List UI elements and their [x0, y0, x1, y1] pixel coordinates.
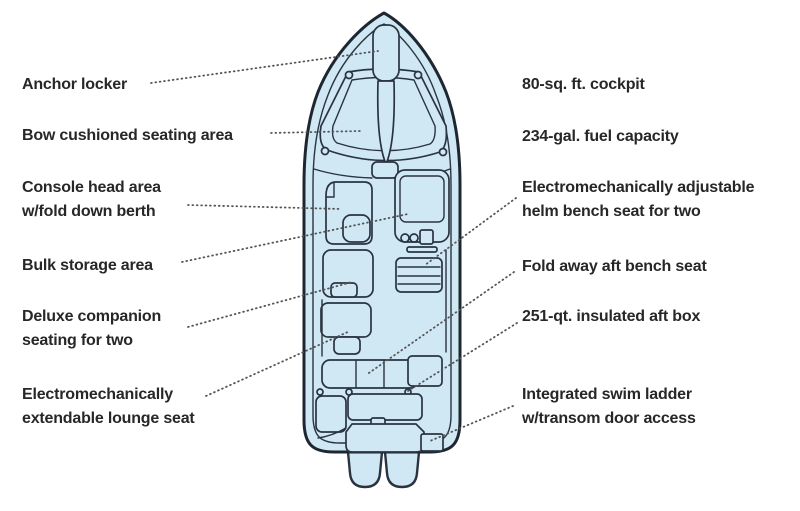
bow-seat-button: [344, 70, 354, 80]
label-aft-bench: Fold away aft bench seat: [522, 258, 707, 275]
leader-anchor-locker: [150, 50, 379, 84]
aft-bench-dividers: [355, 360, 385, 388]
helm-bench-seat: [395, 257, 443, 293]
port-stern-locker: [315, 395, 347, 433]
label-bulk-storage: Bulk storage area: [22, 257, 153, 274]
helm-display: [419, 229, 434, 245]
bow-seat-button: [320, 146, 330, 156]
label-cockpit: 80-sq. ft. cockpit: [522, 76, 645, 93]
leader-companion-seating: [187, 281, 353, 328]
label-swim-ladder: Integrated swim ladder w/transom door ac…: [522, 386, 696, 427]
leader-bow-seating: [270, 130, 362, 134]
bow-seating-inner-line: [331, 76, 436, 152]
label-helm-bench: Electromechanically adjustable helm benc…: [522, 179, 755, 220]
helm-gauge: [409, 233, 419, 243]
label-anchor-locker: Anchor locker: [22, 76, 127, 93]
motor-well: [345, 423, 425, 453]
companion-seat-base: [330, 282, 358, 298]
leader-lines: [150, 50, 518, 442]
lounge-seat-pedestal: [333, 336, 361, 355]
transom-door: [420, 433, 444, 452]
aft-starboard-box: [407, 355, 443, 387]
console-head-notch: [325, 181, 335, 198]
bow-pedestal: [371, 161, 399, 179]
label-console-head: Console head area w/fold down berth: [22, 179, 161, 220]
label-bow-seating: Bow cushioned seating area: [22, 127, 233, 144]
anchor-locker-area: [372, 24, 400, 82]
console-head-seat: [342, 214, 371, 243]
helm-console-top: [399, 175, 445, 223]
helm-footrest-bar: [406, 246, 438, 253]
deck-latch: [316, 388, 324, 396]
leader-console-head: [187, 204, 342, 210]
label-lounge-seat: Electromechanically extendable lounge se…: [22, 386, 195, 427]
leader-swim-ladder: [429, 405, 514, 442]
leader-lounge-seat: [205, 330, 351, 397]
leader-helm-bench: [424, 197, 517, 266]
label-companion-seating: Deluxe companion seating for two: [22, 308, 162, 349]
aft-bench-seat: [321, 359, 419, 389]
boat-deck-plan-diagram: [302, 11, 462, 489]
label-aft-box: 251-qt. insulated aft box: [522, 308, 701, 325]
label-fuel-capacity: 234-gal. fuel capacity: [522, 128, 679, 145]
leader-aft-box: [407, 322, 518, 392]
bow-seat-button: [438, 147, 448, 157]
helm-bench-cushion-lines: [397, 266, 441, 285]
leader-bulk-storage: [181, 213, 409, 263]
insulated-aft-box: [347, 393, 423, 421]
leader-aft-bench: [365, 271, 515, 376]
helm-gauge: [400, 233, 410, 243]
foredeck-break-line: [313, 168, 373, 179]
bow-seat-button: [413, 70, 423, 80]
stern-curve: [317, 427, 347, 439]
